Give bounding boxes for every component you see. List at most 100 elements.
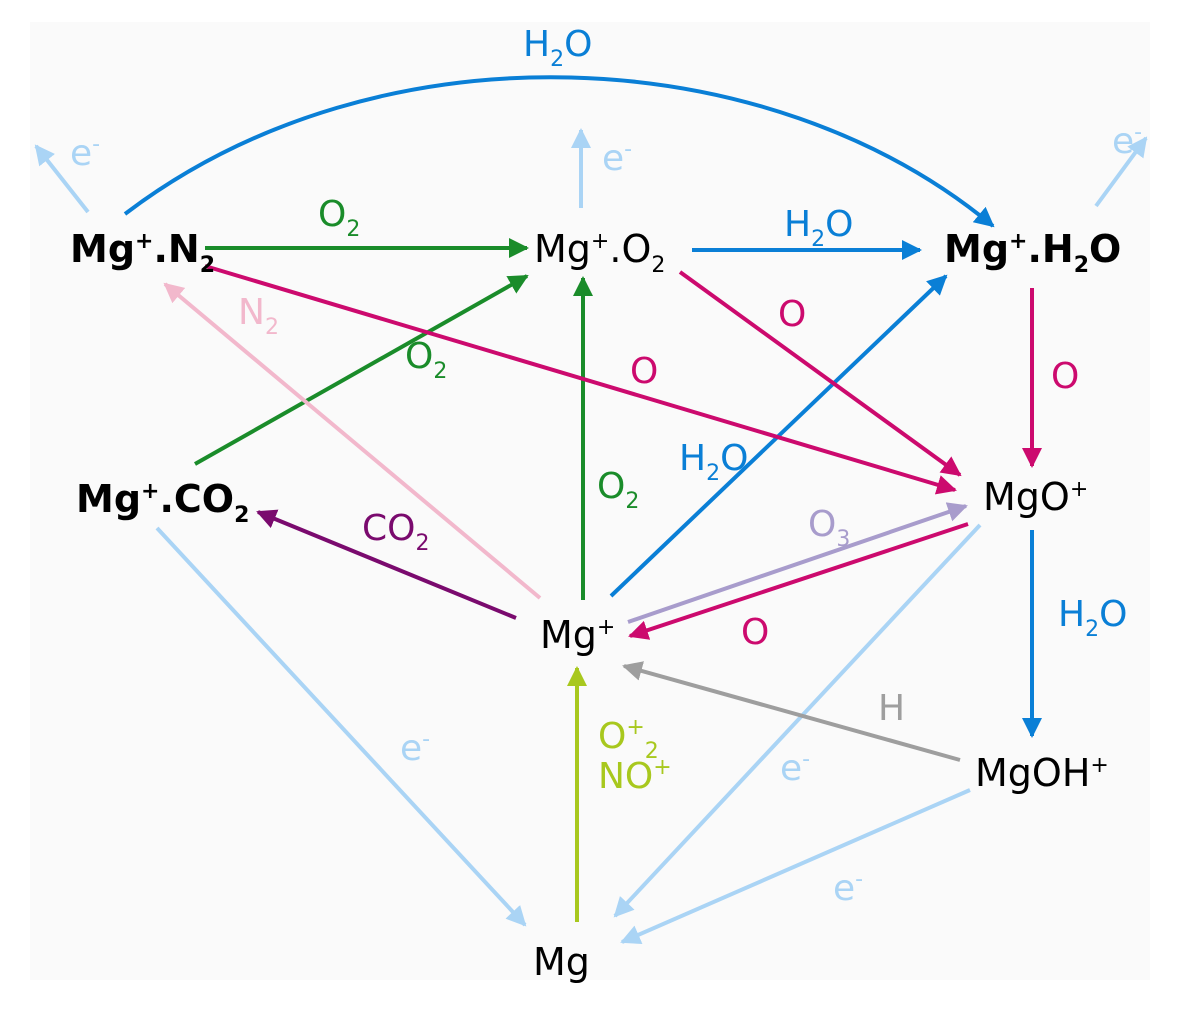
formula-main: N	[238, 292, 265, 333]
label-co2: CO2	[362, 508, 429, 556]
label-h2o-right: H2O	[1058, 594, 1127, 642]
formula-subscript: 2	[433, 359, 447, 384]
arrow-e-from-mg-n2	[34, 144, 90, 214]
formula-main: O	[630, 351, 658, 392]
formula-main: e	[780, 748, 802, 789]
formula-main: Mg	[534, 227, 591, 271]
formula-superscript: +	[135, 229, 153, 254]
formula-superscript: +	[626, 715, 644, 740]
arrow-e-mg-co2-to-mg	[155, 526, 527, 927]
formula-subscript: 2	[1074, 253, 1089, 278]
arrow-h2o-mg-n2-to-mg-h2o	[123, 75, 995, 228]
species-mgoh-ion: MgOH+	[975, 751, 1109, 795]
label-e-lower-right: e-	[833, 867, 863, 909]
formula-subscript: 3	[836, 527, 850, 552]
label-o-middle: O	[630, 351, 658, 392]
label-h2o-mid: H2O	[784, 204, 853, 252]
formula-main: Mg	[944, 227, 1009, 271]
formula-main: O	[808, 504, 836, 545]
formula-mid: .O	[609, 227, 651, 271]
formula-main: MgO	[983, 475, 1070, 519]
species-mgo-ion: MgO+	[983, 475, 1088, 519]
formula-main: e	[70, 133, 92, 174]
formula-main: O	[318, 194, 346, 235]
formula-mid: .CO	[159, 477, 234, 521]
arrow-o3-mg-ion-to-mgo	[627, 502, 968, 624]
species-mg-o2: Mg+.O2	[534, 227, 665, 278]
formula-subscript: 2	[234, 503, 249, 528]
label-n2: N2	[238, 292, 279, 340]
label-e-right: e-	[1112, 120, 1142, 162]
formula-subscript: 2	[645, 739, 659, 764]
formula-main: H	[784, 204, 811, 245]
formula-superscript: +	[591, 229, 609, 254]
formula-main: H	[679, 438, 706, 479]
arrow-co2-mg-ion-to-mg-co2	[256, 509, 517, 620]
formula-main: Mg	[540, 613, 597, 657]
formula-superscript: +	[653, 755, 671, 780]
formula-main: H	[878, 688, 905, 729]
formula-tail: O	[1089, 227, 1121, 271]
formula-subscript: 2	[706, 461, 720, 486]
formula-superscript: +	[1070, 477, 1088, 502]
formula-tail: O	[720, 438, 748, 479]
formula-main: e	[602, 138, 624, 179]
formula-superscript: -	[624, 137, 632, 162]
arrow-e-mgoh-to-mg	[620, 788, 971, 944]
label-e-lower-left: e-	[400, 727, 430, 769]
formula-subscript: 2	[625, 489, 639, 514]
species-mg-ion: Mg+	[540, 613, 615, 657]
label-o-right: O	[1051, 356, 1079, 397]
formula-subscript: 2	[200, 253, 215, 278]
formula-main: Mg	[70, 227, 135, 271]
formula-superscript: +	[1090, 753, 1108, 778]
formula-mid: .H	[1027, 227, 1073, 271]
formula-subscript: 2	[265, 315, 279, 340]
diagram-background	[30, 22, 1150, 980]
label-e-lower-mid: e-	[780, 747, 810, 789]
formula-main: CO	[362, 508, 415, 549]
formula-main: e	[1112, 121, 1134, 162]
formula-main: e	[833, 868, 855, 909]
species-mg-h2o: Mg+.H2O	[944, 227, 1121, 278]
label-h: H	[878, 688, 905, 729]
label-o2-diagonal: O2	[405, 336, 447, 384]
formula-subscript: 2	[346, 217, 360, 242]
label-no-plus: NO+	[598, 755, 672, 797]
label-o2-vertical: O2	[597, 466, 639, 514]
formula-main: Mg	[76, 477, 141, 521]
formula-main: O	[598, 716, 626, 757]
formula-superscript: -	[422, 727, 430, 752]
arrow-o-mg-o2-to-mgo	[678, 270, 962, 477]
label-o-upper-right: O	[778, 294, 806, 335]
label-o2-top: O2	[318, 194, 360, 242]
arrow-n2-mg-ion-to-mg-n2	[163, 282, 542, 600]
formula-subscript: 2	[651, 253, 665, 278]
arrow-e-mgo-to-mg	[613, 523, 982, 918]
label-o3: O3	[808, 504, 850, 552]
formula-subscript: 2	[415, 531, 429, 556]
arrow-o2-mg-co2-to-mg-o2	[194, 274, 529, 466]
formula-main: MgOH	[975, 751, 1090, 795]
formula-main: O	[405, 336, 433, 377]
arrow-e-from-mg-h2o	[1094, 136, 1148, 208]
formula-subscript: 2	[811, 227, 825, 252]
label-h2o-diagonal: H2O	[679, 438, 748, 486]
formula-superscript: -	[802, 747, 810, 772]
formula-main: O	[1051, 356, 1079, 397]
label-o2-plus: O+2	[598, 715, 659, 764]
formula-main: Mg	[533, 940, 590, 984]
formula-main: O	[597, 466, 625, 507]
label-o-lower: O	[741, 612, 769, 653]
species-mg-n2: Mg+.N2	[70, 227, 215, 278]
formula-subscript: 2	[550, 47, 564, 72]
formula-main: H	[523, 24, 550, 65]
formula-main: O	[778, 294, 806, 335]
label-e-center: e-	[602, 137, 632, 179]
formula-main: H	[1058, 594, 1085, 635]
arrow-o-mg-n2-to-mgo	[204, 264, 957, 495]
formula-tail: O	[564, 24, 592, 65]
formula-subscript: 2	[1085, 617, 1099, 642]
